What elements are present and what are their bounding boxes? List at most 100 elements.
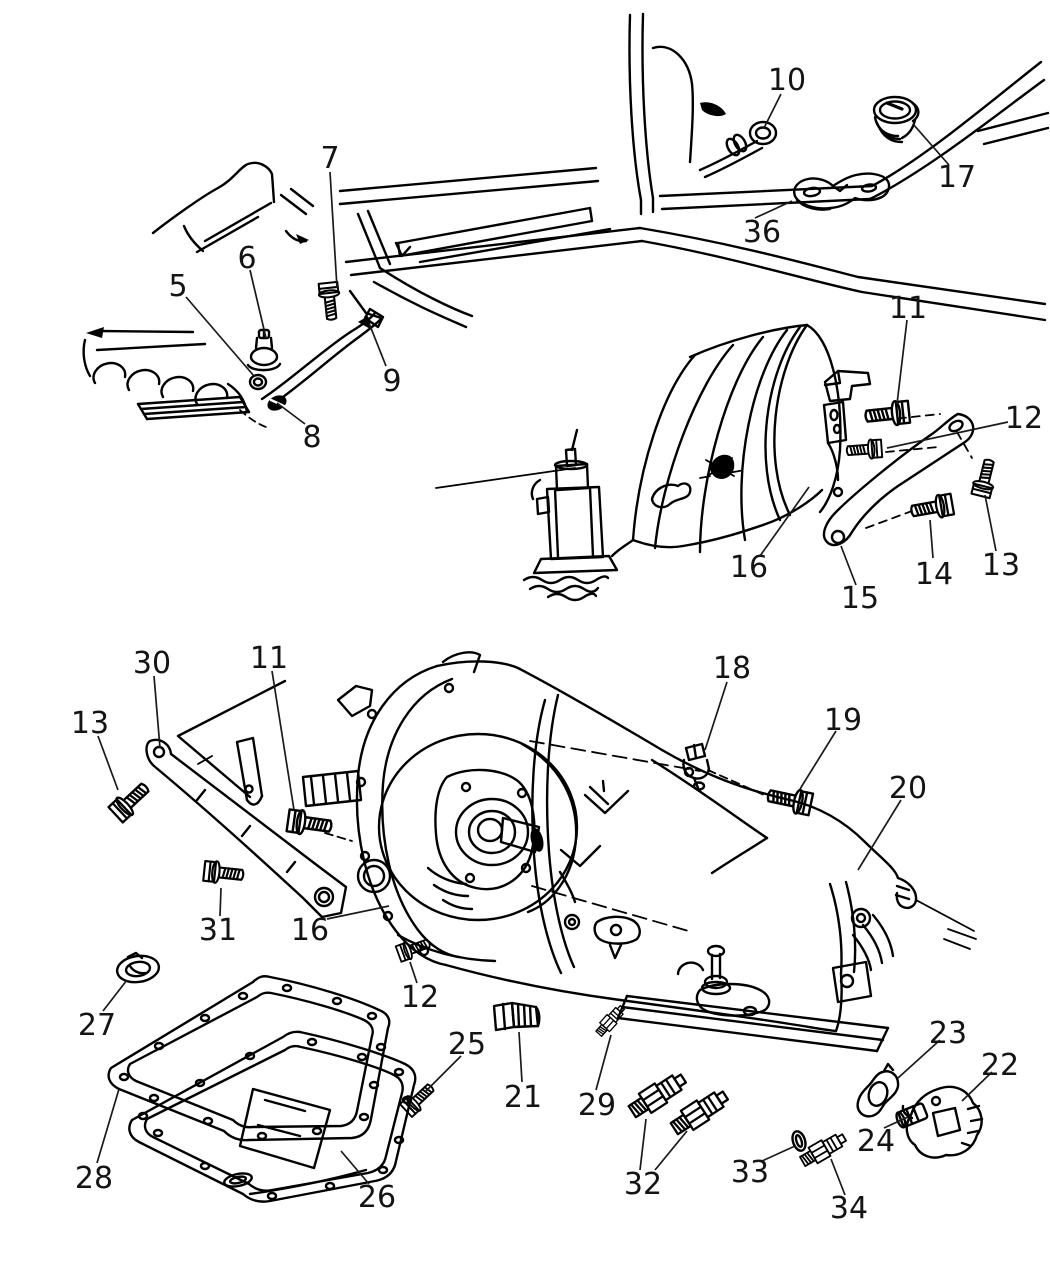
- drain-plug-part: [492, 1001, 541, 1032]
- leader-11-bottom: [271, 670, 295, 811]
- leader-13-bottom: [97, 735, 119, 791]
- leader-7: [329, 171, 338, 289]
- callout-19[interactable]: 19: [824, 703, 862, 738]
- callout-labels: 7 6 5 8 9 10 17 36 11 12 16 15 14 13 30 …: [71, 63, 1043, 1226]
- main-transmission-drawing: [301, 651, 977, 1053]
- torque-strut-part: [145, 679, 348, 919]
- leader-26: [340, 1150, 370, 1185]
- leader-29: [595, 1034, 612, 1091]
- output-seal-part: [115, 951, 161, 984]
- callout-23[interactable]: 23: [929, 1016, 967, 1051]
- leader-16-mid: [759, 486, 810, 557]
- solenoid-assembly-part: [901, 1085, 984, 1159]
- callout-33[interactable]: 33: [731, 1155, 769, 1190]
- leader-34: [830, 1158, 846, 1196]
- leader-11-mid: [896, 319, 908, 405]
- pressure-sensor-a-part: [624, 1067, 691, 1123]
- leader-23: [897, 1039, 941, 1079]
- callout-12-bottom[interactable]: 12: [401, 980, 439, 1015]
- callout-30[interactable]: 30: [133, 646, 171, 681]
- callout-7[interactable]: 7: [320, 141, 339, 176]
- callout-6[interactable]: 6: [237, 241, 256, 276]
- callout-9[interactable]: 9: [382, 364, 401, 399]
- sensor-34-part: [797, 1128, 850, 1171]
- callout-25[interactable]: 25: [448, 1027, 486, 1062]
- callout-18[interactable]: 18: [713, 651, 751, 686]
- leader-17: [912, 123, 950, 166]
- leader-12-bottom: [409, 961, 418, 984]
- callout-24[interactable]: 24: [857, 1124, 895, 1159]
- transmission-rear-drawing: [435, 323, 973, 558]
- leader-16-bottom: [326, 905, 390, 920]
- pan-gasket-part: [107, 975, 391, 1142]
- callout-13-mid[interactable]: 13: [982, 548, 1020, 583]
- callout-31[interactable]: 31: [199, 913, 237, 948]
- leader-9: [368, 322, 387, 367]
- o-ring-33-part: [791, 1130, 807, 1152]
- callout-12-mid[interactable]: 12: [1005, 401, 1043, 436]
- engine-drawing: [82, 161, 315, 428]
- callout-36[interactable]: 36: [743, 215, 781, 250]
- callout-17[interactable]: 17: [938, 160, 976, 195]
- leader-6: [249, 269, 267, 339]
- callout-34[interactable]: 34: [830, 1191, 868, 1226]
- leader-24: [883, 1116, 909, 1129]
- leader-5: [185, 296, 255, 377]
- mid-bolt-12-part: [845, 437, 884, 462]
- leader-33: [761, 1145, 796, 1162]
- callout-28[interactable]: 28: [75, 1161, 113, 1196]
- callout-22[interactable]: 22: [981, 1048, 1019, 1083]
- clamp-bolt-part: [764, 782, 815, 818]
- leader-25: [424, 1055, 462, 1093]
- callout-15[interactable]: 15: [841, 581, 879, 616]
- callout-16-mid[interactable]: 16: [730, 550, 768, 585]
- leader-32b: [654, 1130, 688, 1171]
- leader-lines: [96, 93, 1009, 1196]
- mid-bolt-14-part: [908, 491, 956, 524]
- mid-bolt-11-part: [863, 398, 912, 430]
- leader-13-mid: [984, 494, 997, 552]
- leader-12-mid: [886, 421, 1009, 449]
- leader-32a: [639, 1118, 647, 1171]
- strut-bolt-31-part: [202, 859, 246, 887]
- dipstick-handle-part: [698, 102, 778, 179]
- tube-clamp-part: [246, 328, 282, 372]
- mid-bolt-13-part: [969, 456, 1001, 500]
- leader-15: [840, 545, 857, 586]
- oil-pan-part: [128, 1030, 417, 1203]
- wiring-clamp-part: [682, 742, 765, 796]
- tube-grommet-part: [248, 373, 268, 391]
- callout-16-bottom[interactable]: 16: [291, 913, 329, 948]
- callout-32[interactable]: 32: [624, 1167, 662, 1202]
- callout-21[interactable]: 21: [504, 1080, 542, 1115]
- solenoid-gasket-part: [856, 1062, 900, 1118]
- spacer-plate-part: [793, 172, 891, 211]
- strut-bolt-13-part: [106, 777, 155, 825]
- tube-screw-part: [316, 280, 343, 322]
- callout-14[interactable]: 14: [915, 557, 953, 592]
- callout-20[interactable]: 20: [889, 771, 927, 806]
- callout-8[interactable]: 8: [302, 420, 321, 455]
- leader-28: [96, 1088, 120, 1164]
- leader-21: [518, 1031, 523, 1083]
- callout-29[interactable]: 29: [578, 1088, 616, 1123]
- filler-cap-part: [872, 95, 920, 144]
- callout-10[interactable]: 10: [768, 63, 806, 98]
- leader-31: [219, 887, 222, 917]
- callout-13-bottom[interactable]: 13: [71, 706, 109, 741]
- leader-8: [276, 402, 306, 425]
- bolt-axis-dash: [324, 832, 353, 842]
- callout-11-mid[interactable]: 11: [889, 291, 927, 326]
- rear-mount-strut-part: [822, 412, 975, 547]
- leader-19: [799, 730, 837, 790]
- leader-10: [763, 93, 782, 129]
- leader-27: [102, 979, 128, 1012]
- callout-27[interactable]: 27: [78, 1008, 116, 1043]
- callout-11-bottom[interactable]: 11: [250, 641, 288, 676]
- callout-26[interactable]: 26: [358, 1180, 396, 1215]
- callout-5[interactable]: 5: [168, 269, 187, 304]
- leader-14: [929, 519, 934, 559]
- pressure-sensor-b-part: [666, 1084, 733, 1140]
